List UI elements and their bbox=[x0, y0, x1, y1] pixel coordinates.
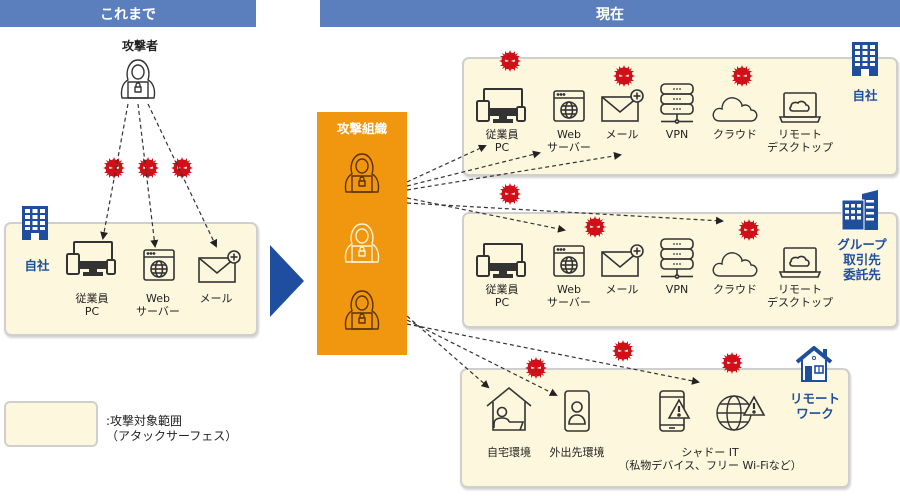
globe-warning-icon bbox=[715, 394, 766, 432]
cloud-icon bbox=[712, 97, 758, 122]
header-before: これまで bbox=[0, 0, 256, 27]
asset-label-line: Web bbox=[557, 283, 581, 296]
virus-icon bbox=[499, 50, 521, 72]
group-panel bbox=[462, 212, 898, 328]
virus-icon bbox=[731, 65, 753, 87]
asset-label: リモートデスクトップ bbox=[760, 128, 840, 154]
asset-label-line: サーバー bbox=[547, 141, 591, 154]
building-icon bbox=[22, 206, 48, 240]
web-server-icon bbox=[553, 245, 585, 277]
vpn-server-icon bbox=[660, 238, 694, 279]
asset-label-line: リモート bbox=[778, 128, 822, 141]
asset-label-line: クラウド bbox=[713, 283, 757, 296]
devices-icon bbox=[66, 241, 116, 276]
asset-label-line: Web bbox=[557, 128, 581, 141]
virus-icon bbox=[103, 157, 125, 179]
mail-icon bbox=[601, 244, 644, 277]
virus-icon bbox=[499, 183, 521, 205]
asset-label-line: PC bbox=[494, 296, 510, 309]
remote-desktop-icon bbox=[779, 247, 821, 278]
asset-label: クラウド bbox=[695, 283, 775, 296]
asset-label: リモートデスクトップ bbox=[760, 283, 840, 309]
asset-label-line: デスクトップ bbox=[767, 141, 833, 154]
before-company-label: 自社 bbox=[24, 258, 50, 273]
attacker-icon bbox=[120, 59, 156, 99]
virus-icon bbox=[137, 157, 159, 179]
asset-label: 自宅環境 bbox=[469, 446, 549, 459]
asset-label: VPN bbox=[637, 283, 717, 296]
asset-label-line: VPN bbox=[665, 128, 689, 141]
web-server-icon bbox=[553, 90, 585, 122]
remote-desktop-icon bbox=[779, 92, 821, 123]
virus-icon bbox=[584, 216, 606, 238]
asset-label-line: 自宅環境 bbox=[487, 446, 531, 459]
asset-label: VPN bbox=[637, 128, 717, 141]
devices-icon bbox=[476, 88, 526, 123]
virus-icon bbox=[612, 340, 634, 362]
transition-arrow-icon bbox=[270, 245, 304, 317]
group-label: グループ取引先委託先 bbox=[837, 237, 887, 282]
vpn-server-icon bbox=[660, 83, 694, 124]
asset-label: 外出先環境 bbox=[537, 446, 617, 459]
asset-label-line: デスクトップ bbox=[767, 296, 833, 309]
now-company-label: 自社 bbox=[852, 88, 878, 103]
asset-label-line: サーバー bbox=[547, 296, 591, 309]
attacker-icon bbox=[344, 153, 380, 193]
asset-label: メール bbox=[582, 128, 662, 141]
asset-label: メール bbox=[582, 283, 662, 296]
asset-label: メール bbox=[199, 292, 233, 305]
legend-text: :攻撃対象範囲（アタックサーフェス） bbox=[106, 414, 238, 443]
asset-label-line: 従業員 bbox=[485, 128, 519, 141]
attacker-icon bbox=[344, 290, 380, 330]
mail-icon bbox=[198, 250, 241, 283]
house-icon bbox=[795, 346, 833, 382]
shadow-it-label: シャドー IT（私物デバイス、フリー Wi-Fiなど） bbox=[600, 446, 820, 472]
asset-label: クラウド bbox=[695, 128, 775, 141]
header-now: 現在 bbox=[320, 0, 900, 27]
asset-label-line: メール bbox=[605, 283, 639, 296]
attacker-label: 攻撃者 bbox=[121, 39, 158, 53]
asset-label-line: （私物デバイス、フリー Wi-Fiなど） bbox=[618, 459, 802, 472]
cloud-icon bbox=[712, 252, 758, 277]
group-buildings-icon bbox=[841, 190, 878, 231]
phone-warning-icon bbox=[658, 389, 691, 433]
virus-icon bbox=[721, 352, 743, 374]
building-icon bbox=[852, 42, 878, 76]
mobile-user-icon bbox=[564, 390, 590, 432]
web-server-icon bbox=[143, 249, 175, 281]
mail-icon bbox=[601, 89, 644, 122]
attacker-icon bbox=[344, 223, 380, 263]
attack-organization-title: 攻撃組織 bbox=[336, 121, 387, 136]
devices-icon bbox=[476, 243, 526, 278]
asset-label-line: シャドー IT bbox=[681, 446, 739, 459]
virus-icon bbox=[738, 219, 760, 241]
asset-label-line: VPN bbox=[665, 283, 689, 296]
asset-label-line: 従業員 bbox=[485, 283, 519, 296]
home-work-icon bbox=[486, 387, 532, 431]
asset-label-line: メール bbox=[605, 128, 639, 141]
legend-swatch bbox=[4, 401, 98, 447]
virus-icon bbox=[613, 65, 635, 87]
virus-icon bbox=[525, 357, 547, 379]
asset-label-line: PC bbox=[494, 141, 510, 154]
asset-label-line: クラウド bbox=[713, 128, 757, 141]
asset-label-line: 外出先環境 bbox=[549, 446, 605, 459]
asset-label-line: リモート bbox=[778, 283, 822, 296]
virus-icon bbox=[171, 157, 193, 179]
remote-work-label: リモートワーク bbox=[789, 391, 840, 421]
